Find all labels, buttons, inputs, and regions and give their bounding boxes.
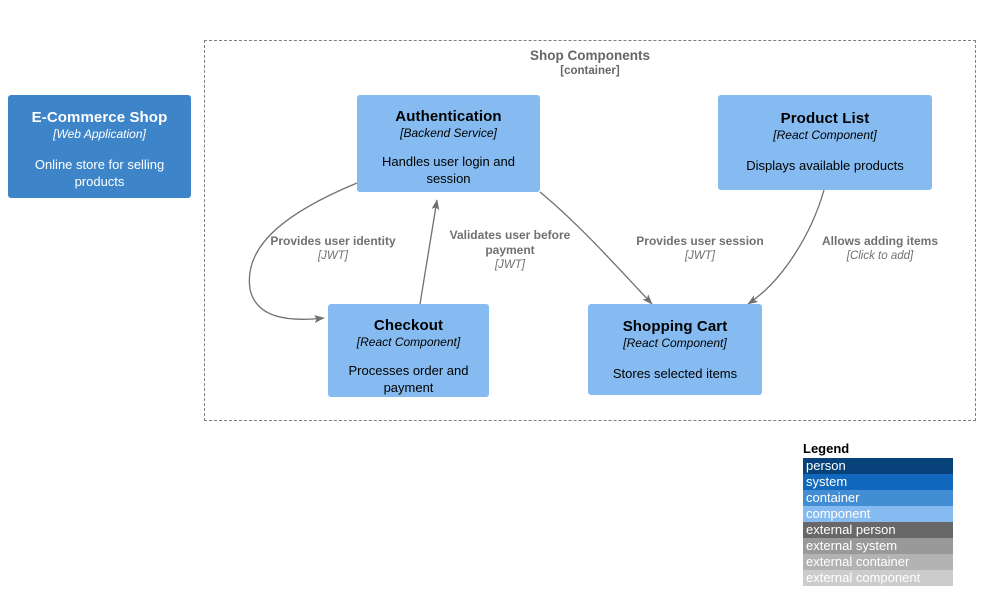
node-description: Processes order and payment [348, 363, 469, 395]
node-ecommerce-shop[interactable]: E-Commerce Shop [Web Application] Online… [8, 95, 191, 198]
node-type: [Backend Service] [400, 126, 497, 140]
legend-row: external component [803, 570, 953, 586]
node-description: Stores selected items [612, 366, 738, 381]
node-type: [React Component] [623, 336, 727, 350]
edge-auth-to-checkout [248, 182, 358, 323]
edge-label-technology: [Click to add] [846, 250, 914, 262]
node-description: Displays available products [746, 158, 904, 173]
legend-row: component [803, 506, 953, 522]
legend-row: external system [803, 538, 953, 554]
node-type: [Web Application] [53, 127, 146, 141]
legend-row: external person [803, 522, 953, 538]
edge-label-technology: [JWT] [494, 259, 526, 271]
edge-auth-to-cart [539, 191, 653, 305]
legend-title: Legend [803, 441, 850, 456]
legend-row: external container [803, 554, 953, 570]
node-description: Handles user login and session [382, 154, 515, 186]
edge-productlist-to-cart [747, 189, 825, 305]
node-title: E-Commerce Shop [31, 109, 168, 126]
node-authentication[interactable]: Authentication [Backend Service] Handles… [357, 95, 540, 192]
edge-label-technology: [JWT] [317, 250, 349, 262]
container-boundary-subtitle: [container] [560, 65, 620, 77]
node-title: Shopping Cart [622, 318, 728, 335]
edge-label-auth-to-checkout: Provides user identity [JWT] [253, 234, 413, 263]
node-title: Authentication [395, 108, 502, 125]
edge-label-technology: [JWT] [684, 250, 716, 262]
edge-checkout-to-auth [419, 199, 440, 305]
edge-label-text: Provides user session [636, 234, 764, 248]
edge-label-productlist-to-cart: Allows adding items [Click to add] [800, 234, 960, 263]
legend-row: container [803, 490, 953, 506]
edge-label-text: Allows adding items [821, 234, 938, 248]
node-product-list[interactable]: Product List [React Component] Displays … [718, 95, 932, 190]
node-checkout[interactable]: Checkout [React Component] Processes ord… [328, 304, 489, 397]
node-description: Online store for selling products [34, 157, 165, 189]
edge-label-text: Validates user before payment [449, 228, 571, 257]
node-type: [React Component] [356, 335, 461, 349]
legend-row: system [803, 474, 953, 490]
legend-row: person [803, 458, 953, 474]
container-boundary-title: Shop Components [530, 48, 650, 63]
edge-label-auth-to-cart: Provides user session [JWT] [624, 234, 776, 263]
node-title: Checkout [373, 317, 444, 334]
edge-label-checkout-to-auth: Validates user before payment [JWT] [437, 228, 583, 272]
node-type: [React Component] [773, 128, 877, 142]
node-title: Product List [780, 110, 870, 127]
container-boundary [204, 40, 976, 421]
node-shopping-cart[interactable]: Shopping Cart [React Component] Stores s… [588, 304, 762, 395]
edge-label-text: Provides user identity [270, 234, 396, 248]
